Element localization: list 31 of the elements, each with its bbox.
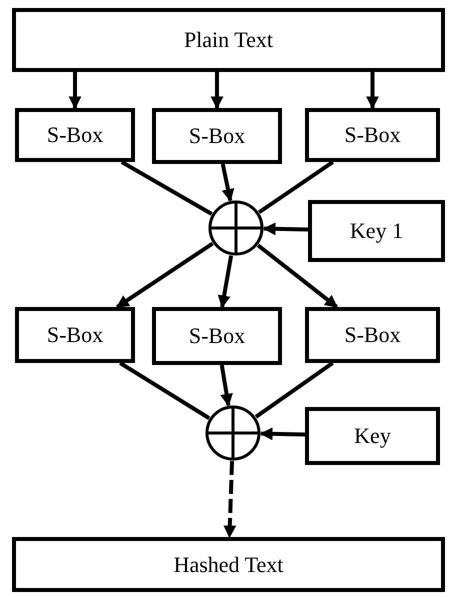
text-box [12,537,445,592]
process-box [152,307,282,365]
arrow [262,222,308,236]
box-label: Plain Text [184,27,274,53]
box-label: S-Box [344,322,401,348]
box-label: Hashed Text [174,552,284,578]
box-label: Key [354,423,391,449]
process-box [15,108,135,162]
arrow [210,72,224,110]
process-box [308,200,445,262]
box-label: S-Box [188,123,246,149]
box-label: S-Box [188,323,246,349]
arrow [220,164,234,202]
box-label: Key 1 [350,218,404,244]
arrow [260,427,306,440]
arrow [218,255,234,308]
process-box [152,108,282,164]
arrow [366,72,379,110]
arrow [256,244,338,309]
arrow [68,72,82,110]
process-box [15,307,135,363]
process-box [305,108,440,162]
process-box [305,307,440,363]
box-label: S-Box [46,122,104,148]
box-label: S-Box [46,322,104,348]
arrow [220,364,233,407]
box-label: S-Box [344,122,401,148]
text-box [12,8,445,72]
arrow [223,460,236,538]
arrow [116,242,214,309]
process-box [305,407,440,465]
